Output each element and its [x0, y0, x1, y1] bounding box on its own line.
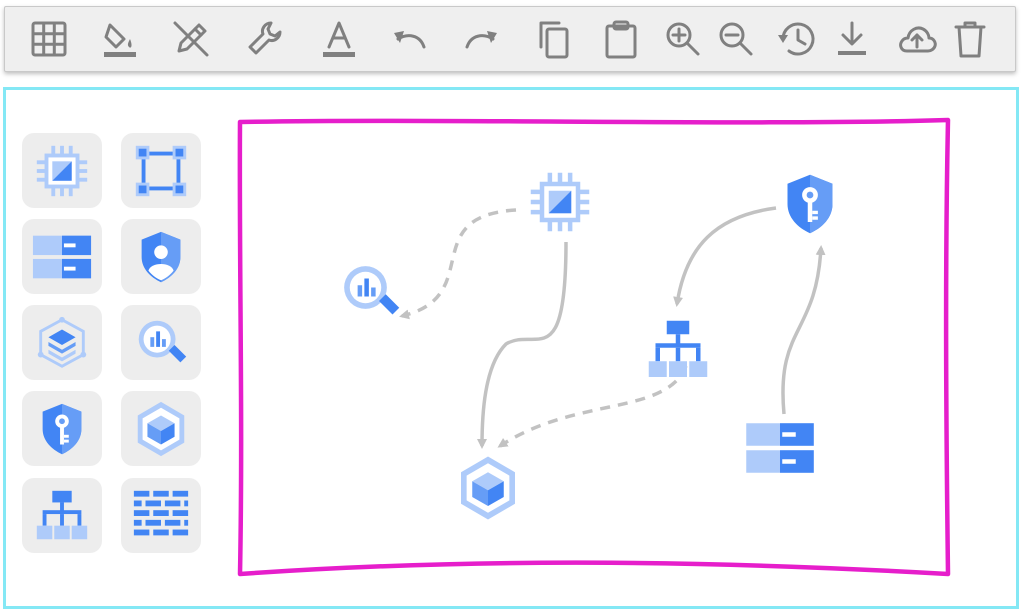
zoom-out-button[interactable] — [708, 13, 764, 65]
palette-item-load-balancer-tree[interactable] — [22, 478, 102, 553]
pencil-off-icon — [173, 21, 209, 57]
connector-compute-to-search — [399, 208, 517, 320]
node-bigquery-search[interactable] — [330, 252, 410, 332]
node-key-shield[interactable] — [770, 164, 850, 244]
delete-button[interactable] — [942, 13, 998, 65]
download-button[interactable] — [824, 13, 880, 65]
edit-disabled-button[interactable] — [163, 13, 219, 65]
kubernetes-cube-icon — [461, 456, 515, 520]
node-kubernetes-cube[interactable] — [448, 448, 528, 528]
redo-icon — [465, 31, 497, 49]
palette-item-identity-shield[interactable] — [121, 219, 201, 294]
palette-item-bigquery-search[interactable] — [121, 305, 201, 380]
grid-button[interactable] — [21, 13, 77, 65]
compute-engine-icon — [530, 172, 590, 232]
palette-item-firewall-wall[interactable] — [121, 478, 201, 553]
node-load-balancer-tree[interactable] — [638, 310, 718, 390]
copy-button[interactable] — [525, 13, 581, 65]
compute-engine-icon — [36, 145, 88, 196]
canvas-frame — [237, 117, 951, 577]
fill-color-button[interactable] — [92, 13, 148, 65]
palette-item-server-storage[interactable] — [22, 219, 102, 294]
key-shield-icon — [42, 403, 82, 454]
connector-compute-to-kubernetes — [477, 241, 568, 449]
palette-item-kubernetes-cube[interactable] — [121, 391, 201, 466]
paint-bucket-icon — [104, 23, 136, 57]
zoom-in-icon — [666, 22, 700, 56]
redo-button[interactable] — [453, 13, 509, 65]
history-icon — [778, 22, 815, 56]
node-compute-engine[interactable] — [520, 162, 600, 242]
server-storage-icon — [32, 235, 92, 278]
key-shield-icon — [787, 174, 833, 234]
cloud-upload-icon — [899, 26, 937, 53]
paste-button[interactable] — [593, 13, 649, 65]
copy-icon — [539, 21, 569, 59]
connector-storage-to-keyshield — [781, 245, 826, 415]
toolbar — [4, 6, 1016, 72]
palette-item-connector-frame[interactable] — [121, 133, 201, 208]
upload-button[interactable] — [889, 13, 945, 65]
kubernetes-cube-icon — [137, 401, 185, 456]
wrench-icon — [248, 21, 282, 55]
palette-item-layered-stack[interactable] — [22, 305, 102, 380]
zoom-in-button[interactable] — [655, 13, 711, 65]
zoom-out-icon — [719, 22, 753, 56]
connector-frame-icon — [135, 145, 187, 196]
identity-shield-icon — [141, 231, 181, 282]
grid-icon — [31, 21, 67, 57]
download-icon — [838, 21, 866, 55]
server-storage-icon — [746, 423, 814, 473]
connector-keyshield-to-tree — [673, 206, 777, 307]
history-button[interactable] — [769, 13, 825, 65]
clipboard-icon — [605, 20, 637, 59]
bigquery-search-icon — [344, 266, 400, 315]
palette-item-compute-engine[interactable] — [22, 133, 102, 208]
settings-button[interactable] — [237, 13, 293, 65]
bigquery-search-icon — [138, 320, 187, 362]
load-balancer-tree-icon — [648, 320, 708, 377]
undo-icon — [394, 31, 426, 49]
connector-tree-to-kubernetes — [497, 365, 688, 448]
layered-stack-icon — [37, 316, 87, 368]
load-balancer-tree-icon — [36, 490, 88, 539]
undo-button[interactable] — [382, 13, 438, 65]
connections-layer — [237, 117, 951, 577]
firewall-wall-icon — [133, 490, 189, 535]
node-server-storage[interactable] — [740, 408, 820, 488]
palette-item-key-shield[interactable] — [22, 391, 102, 466]
text-color-button[interactable] — [311, 13, 367, 65]
diagram-canvas[interactable] — [236, 116, 952, 580]
text-color-icon — [323, 21, 355, 57]
trash-icon — [954, 21, 986, 58]
